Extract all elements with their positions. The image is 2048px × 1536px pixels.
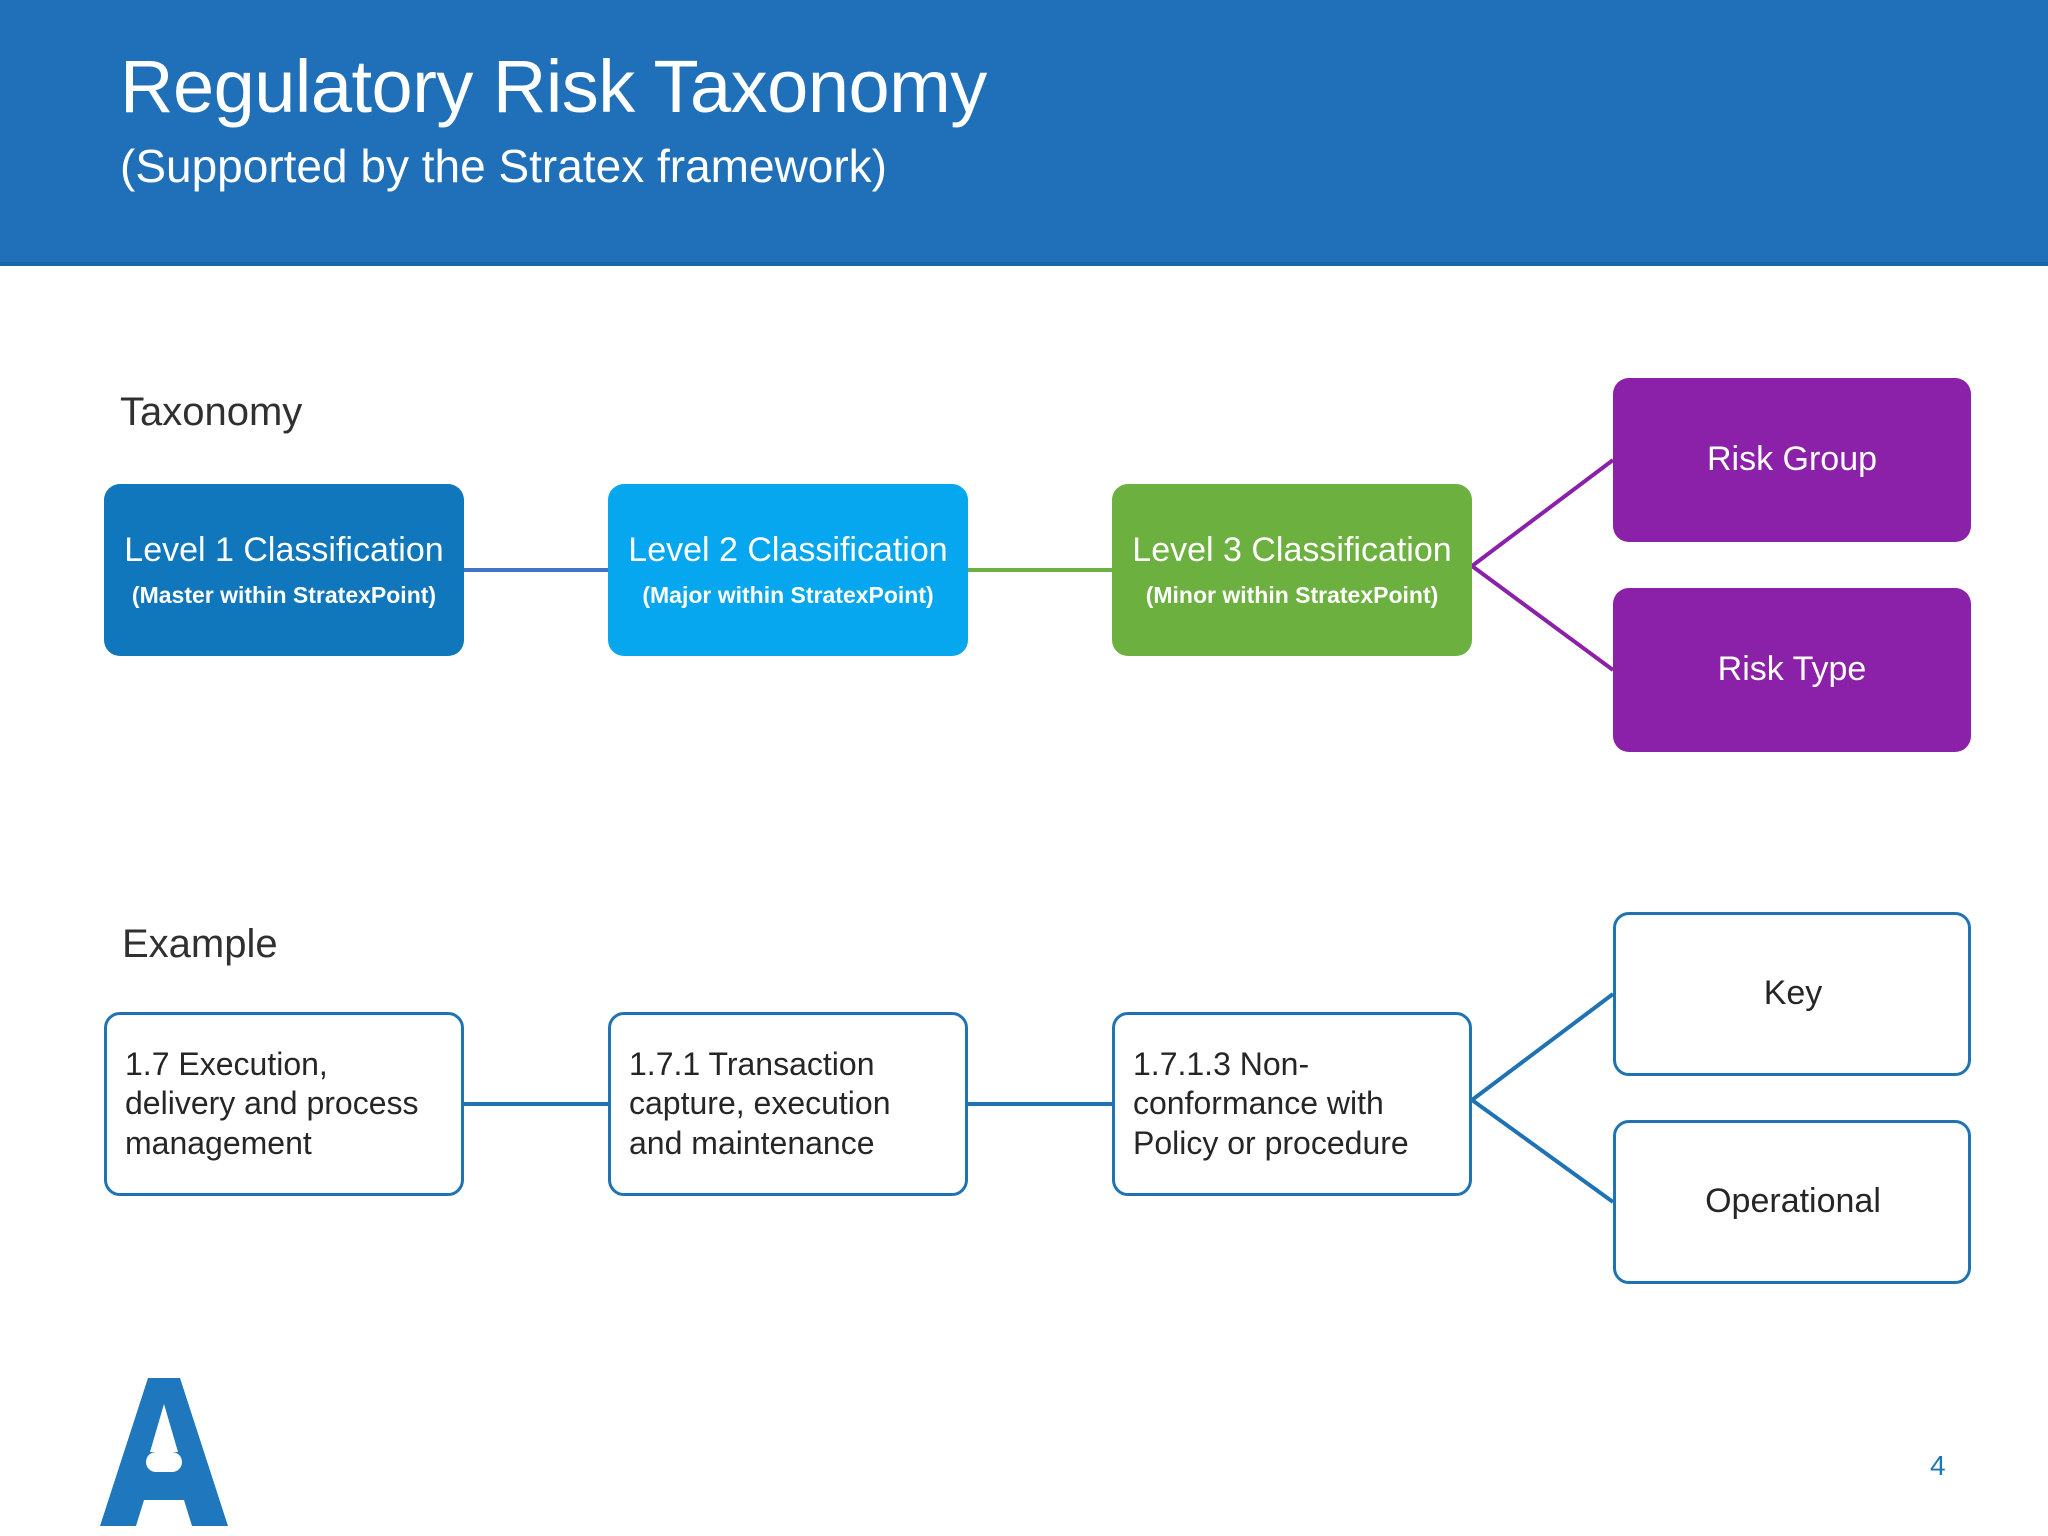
node-level-3-title: Level 3 Classification	[1132, 530, 1452, 569]
node-level-2-subtitle: (Major within StratexPoint)	[642, 582, 934, 609]
node-level-2-title: Level 2 Classification	[628, 530, 948, 569]
node-level-1-title: Level 1 Classification	[124, 530, 444, 569]
taxonomy-section-label: Taxonomy	[120, 390, 303, 434]
node-example-risk-type[interactable]: Operational	[1613, 1120, 1971, 1284]
node-example-level-2-text: 1.7.1 Transaction capture, execution and…	[629, 1046, 891, 1161]
example-section-label: Example	[122, 922, 278, 966]
connector-example3-operational	[1470, 1098, 1615, 1204]
slide-header-band: Regulatory Risk Taxonomy (Supported by t…	[0, 0, 2048, 266]
connector-level3-risk-group	[1470, 458, 1615, 568]
node-level-2-classification[interactable]: Level 2 Classification (Major within Str…	[608, 484, 968, 656]
page-subtitle: (Supported by the Stratex framework)	[120, 140, 887, 192]
page-title: Regulatory Risk Taxonomy	[120, 45, 987, 128]
node-risk-group-title: Risk Group	[1706, 440, 1878, 479]
node-example-risk-group[interactable]: Key	[1613, 912, 1971, 1076]
node-risk-type-title: Risk Type	[1717, 650, 1867, 689]
node-level-3-classification[interactable]: Level 3 Classification (Minor within Str…	[1112, 484, 1472, 656]
node-example-level-1-text: 1.7 Execution, delivery and process mana…	[125, 1046, 419, 1161]
node-risk-type[interactable]: Risk Type	[1613, 588, 1971, 752]
node-level-1-classification[interactable]: Level 1 Classification (Master within St…	[104, 484, 464, 656]
company-logo-icon	[100, 1378, 228, 1526]
node-risk-group[interactable]: Risk Group	[1613, 378, 1971, 542]
connector-level3-risk-type	[1470, 564, 1615, 672]
node-example-level-3-text: 1.7.1.3 Non-conformance with Policy or p…	[1133, 1046, 1409, 1161]
connector-example3-key	[1470, 992, 1615, 1102]
node-level-3-subtitle: (Minor within StratexPoint)	[1145, 582, 1439, 609]
node-example-level-1[interactable]: 1.7 Execution, delivery and process mana…	[104, 1012, 464, 1196]
node-example-risk-type-text: Operational	[1705, 1182, 1881, 1221]
node-level-1-subtitle: (Master within StratexPoint)	[131, 582, 437, 609]
node-example-level-2[interactable]: 1.7.1 Transaction capture, execution and…	[608, 1012, 968, 1196]
page-number: 4	[1930, 1450, 1946, 1481]
node-example-risk-group-text: Key	[1763, 974, 1823, 1013]
node-example-level-3[interactable]: 1.7.1.3 Non-conformance with Policy or p…	[1112, 1012, 1472, 1196]
